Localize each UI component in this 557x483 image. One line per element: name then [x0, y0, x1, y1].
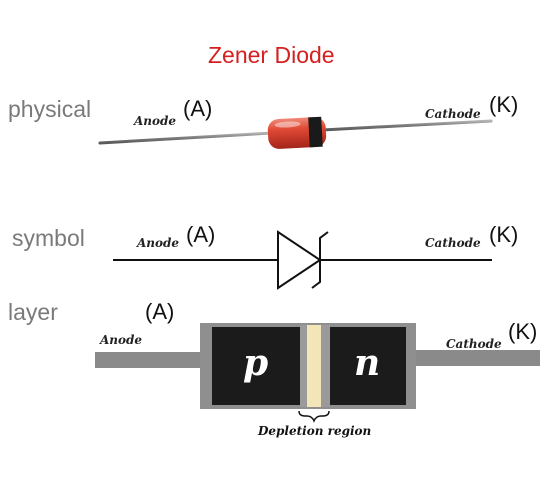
layer-lead-left	[95, 352, 205, 368]
symbol-cathode-label: Cathode	[425, 236, 481, 250]
physical-cathode-band	[308, 116, 323, 148]
symbol-anode-letter: (A)	[186, 222, 216, 247]
physical-cathode-letter: (K)	[489, 92, 519, 117]
layer-anode-label: Anode	[100, 333, 143, 347]
diagram-title: Zener Diode	[208, 42, 335, 68]
layer-anode-letter: (A)	[145, 299, 175, 324]
physical-anode-letter: (A)	[183, 96, 213, 121]
row-label-layer: layer	[8, 299, 58, 325]
physical-diode	[98, 116, 493, 149]
symbol-zener-bar	[311, 231, 329, 289]
row-label-physical: physical	[8, 96, 92, 122]
row-label-symbol: symbol	[12, 225, 85, 251]
symbol-triangle	[277, 230, 322, 290]
physical-anode-label: Anode	[134, 114, 177, 128]
symbol-cathode-letter: (K)	[489, 222, 519, 247]
layer-cathode-letter: (K)	[508, 319, 538, 344]
layer-depletion-edge-left	[300, 325, 307, 407]
depletion-brace	[298, 410, 330, 423]
layer-n-region	[330, 327, 406, 405]
physical-lead-left	[98, 131, 274, 145]
layer-cathode-label: Cathode	[446, 337, 502, 351]
p-region-label: p	[243, 342, 269, 384]
layer-structure	[95, 323, 540, 423]
physical-lead-right	[320, 119, 493, 132]
physical-glass-highlight	[274, 121, 301, 128]
zener-symbol	[113, 230, 492, 290]
layer-depletion-edge-right	[321, 325, 330, 407]
n-region-label: n	[354, 342, 381, 384]
layer-depletion-region	[307, 325, 321, 407]
symbol-anode-label: Anode	[137, 236, 180, 250]
layer-p-region	[212, 327, 300, 405]
layer-lead-right	[410, 350, 540, 366]
depletion-region-label: Depletion region	[258, 424, 372, 438]
physical-cathode-label: Cathode	[425, 107, 481, 121]
